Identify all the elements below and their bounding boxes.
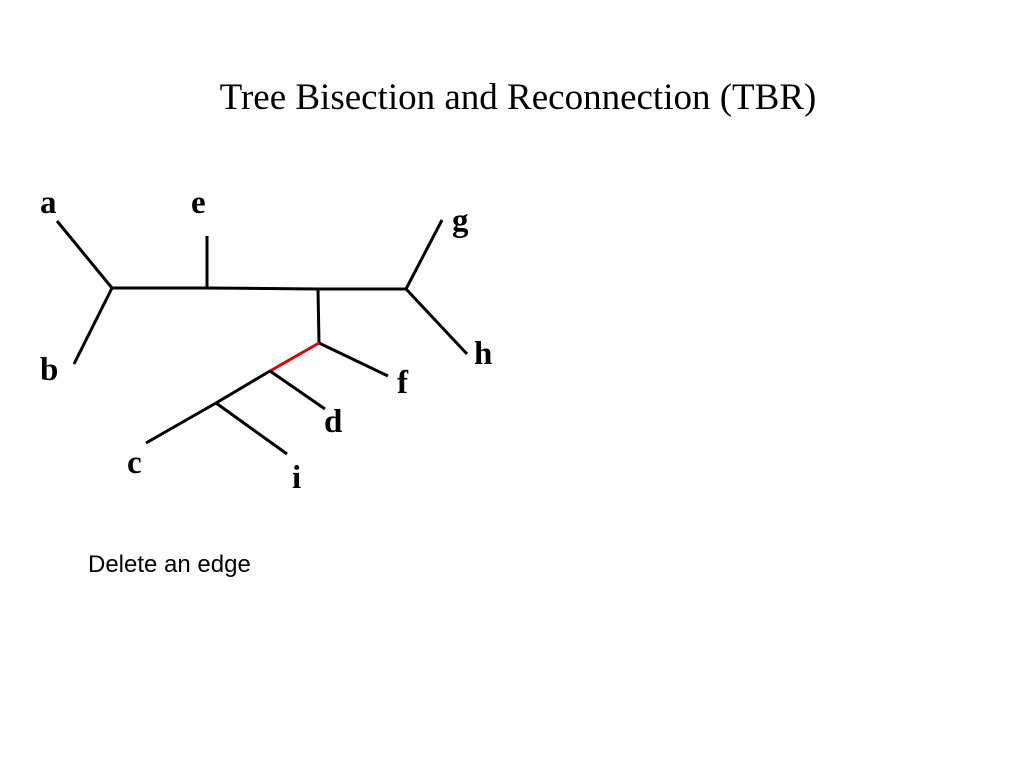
edge-a xyxy=(55,220,114,289)
leaf-label-h: h xyxy=(474,336,492,372)
edge-g xyxy=(404,219,444,290)
edge-c xyxy=(145,401,217,445)
edge-b xyxy=(72,287,114,365)
leaf-labels: a b c d e f g h i xyxy=(40,185,492,496)
leaf-label-b: b xyxy=(40,352,58,388)
slide-title: Tree Bisection and Reconnection (TBR) xyxy=(219,77,817,118)
leaf-label-f: f xyxy=(397,365,409,401)
edge-i xyxy=(215,401,288,456)
leaf-label-g: g xyxy=(452,203,469,239)
leaf-label-a: a xyxy=(40,185,57,221)
deleted-edge xyxy=(269,341,320,373)
tree-edges xyxy=(55,219,469,456)
edge-f-stem xyxy=(316,288,321,344)
leaf-label-d: d xyxy=(324,404,342,440)
edge-d-ci xyxy=(215,369,271,405)
edge-d xyxy=(269,369,326,411)
leaf-label-i: i xyxy=(292,460,301,496)
caption-text: Delete an edge xyxy=(88,551,251,578)
leaf-label-c: c xyxy=(127,445,142,481)
edge-h xyxy=(404,287,469,356)
edge-f xyxy=(318,341,389,378)
leaf-label-e: e xyxy=(191,185,206,221)
backbone-edge-e-f xyxy=(206,286,319,291)
